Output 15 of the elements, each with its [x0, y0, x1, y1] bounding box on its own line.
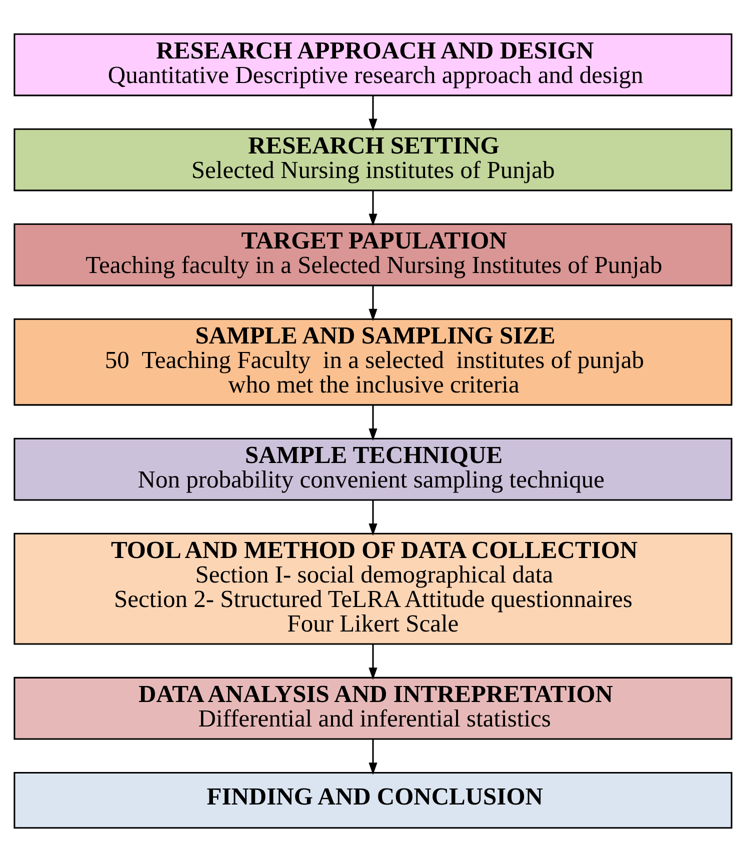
arrow: [368, 95, 378, 131]
arrow: [368, 285, 378, 321]
node-box: FINDING AND CONCLUSION: [14, 771, 732, 828]
node-box: RESEARCH SETTING Selected Nursing institutes of Punjab: [14, 128, 732, 191]
node-box: RESEARCH APPROACH AND DESIGN Quantitative Descriptive research approach and design: [14, 32, 732, 96]
arrow: [368, 738, 378, 774]
arrow: [368, 644, 378, 680]
node-box: SAMPLE TECHNIQUE Non probability convenient sampling technique: [14, 437, 732, 500]
arrow: [368, 404, 378, 440]
arrow: [368, 500, 378, 536]
node-box: TARGET PAPULATION Teaching faculty in a Selected Nursing Institutes of Punjab: [14, 222, 732, 286]
node-box: DATA ANALYSIS AND INTREPRETATION Differential and inferential statistics: [14, 676, 732, 740]
arrow: [368, 190, 378, 226]
node-box: TOOL AND METHOD OF DATA COLLECTION Section I- social demographical data Section 2- Structured TeLRA Attitude questionnaires Four Likert Scale: [14, 532, 732, 644]
node-box: SAMPLE AND SAMPLING SIZE 50 Teaching Faculty in a selected institutes of punjab who met the inclusive criteria: [14, 318, 732, 406]
